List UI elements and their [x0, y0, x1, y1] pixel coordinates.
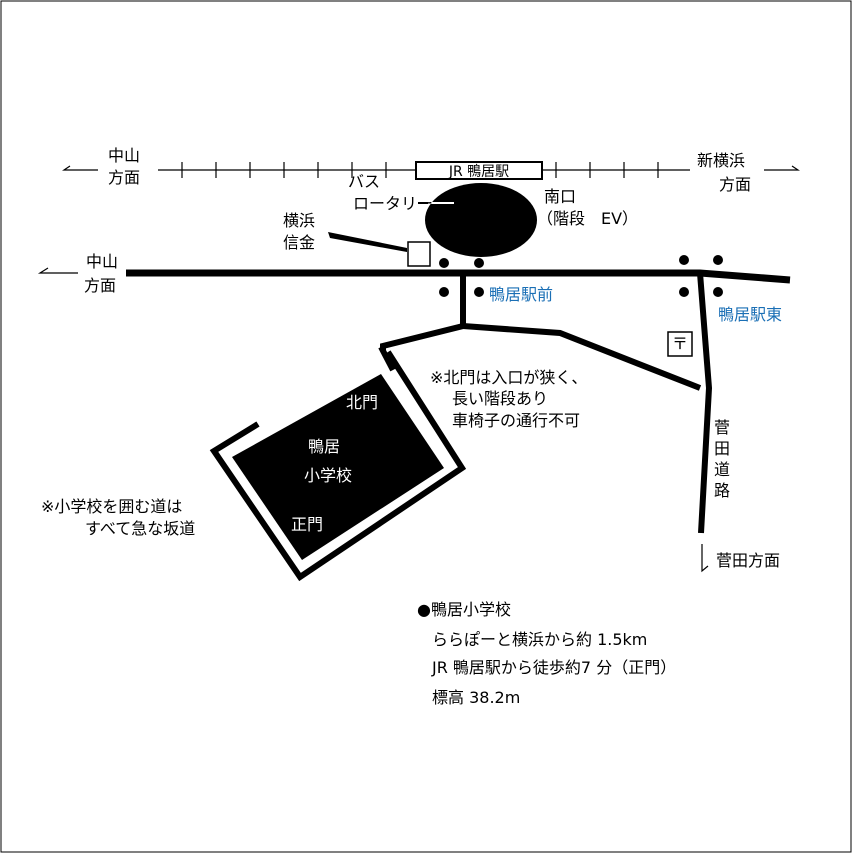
bus-rotary-shape — [425, 183, 537, 257]
rail-left-arrow — [62, 165, 98, 171]
bus-rotary-label-2: ロータリー — [353, 194, 434, 213]
bus-rotary-label-1: バス — [348, 172, 381, 191]
school-main-gate-label: 正門 — [291, 515, 324, 534]
bank-box — [407, 241, 431, 267]
bus-stop-dot — [439, 258, 449, 268]
sugata-direction-label: 菅田方面 — [716, 551, 781, 570]
south-exit-label-1: 南口 — [544, 187, 577, 206]
bus-stop-dot — [679, 287, 689, 297]
station-name: JR 鴨居駅 — [448, 163, 510, 180]
main-road-left-arrow — [37, 267, 78, 274]
info-line-2: JR 鴨居駅から徒歩約7 分（正門） — [432, 658, 677, 677]
rail-right-direction-1: 新横浜 — [697, 151, 746, 170]
sugata-bottom-arrow — [701, 544, 709, 573]
north-gate-note-2: 長い階段あり — [452, 389, 549, 408]
bank-label-2: 信金 — [283, 233, 316, 252]
bus-stop-dot — [439, 287, 449, 297]
connector-road — [462, 323, 702, 391]
info-line-3: 標高 38.2m — [432, 688, 521, 707]
bus-stop-dot — [713, 255, 723, 265]
rail-right-direction-2: 方面 — [719, 175, 752, 194]
school-name-2: 小学校 — [304, 466, 353, 485]
sugata-road-label-3: 道 — [714, 460, 731, 479]
slope-note-2: すべて急な坂道 — [85, 519, 196, 538]
bus-stop-dot — [474, 287, 484, 297]
info-line-1: ららぽーと横浜から約 1.5km — [432, 630, 648, 649]
railway-ties — [181, 162, 659, 178]
north-gate-note-3: 車椅子の通行不可 — [452, 411, 581, 430]
rail-right-arrow — [764, 165, 800, 171]
sugata-road-label-1: 菅 — [714, 418, 731, 437]
bus-stop-dot — [713, 287, 723, 297]
road-left-direction-2: 方面 — [84, 276, 117, 295]
post-office-box — [667, 331, 693, 357]
north-gate-note-1: ※北門は入口が狭く、 — [430, 368, 588, 387]
bank-label-1: 横浜 — [283, 211, 316, 230]
info-title: ●鴨居小学校 — [417, 600, 511, 619]
post-office-symbol: 〒 — [671, 334, 688, 353]
sugata-road — [697, 272, 713, 534]
south-exit-label-2: （階段 EV） — [537, 209, 639, 228]
station-name-box: JR 鴨居駅 — [415, 161, 543, 180]
road-left-direction-1: 中山 — [86, 252, 119, 271]
sugata-road-label-4: 路 — [714, 481, 731, 500]
slope-note-1: ※小学校を囲む道は — [41, 497, 183, 516]
school-block — [232, 374, 444, 560]
rail-left-direction-2: 方面 — [108, 168, 141, 187]
sugata-road-label-2: 田 — [714, 439, 731, 458]
school-name-1: 鴨居 — [308, 437, 341, 456]
bank-pointer — [328, 232, 407, 252]
bus-stop-dot — [679, 255, 689, 265]
rail-left-direction-1: 中山 — [108, 146, 141, 165]
school-north-gate-label: 北門 — [346, 393, 379, 412]
bus-stop-label-mae: 鴨居駅前 — [489, 285, 554, 304]
school-ring-road — [209, 350, 467, 582]
bus-stop-label-higashi: 鴨居駅東 — [718, 305, 783, 324]
north-approach-road-sw — [378, 345, 396, 372]
bus-stop-dot — [474, 258, 484, 268]
